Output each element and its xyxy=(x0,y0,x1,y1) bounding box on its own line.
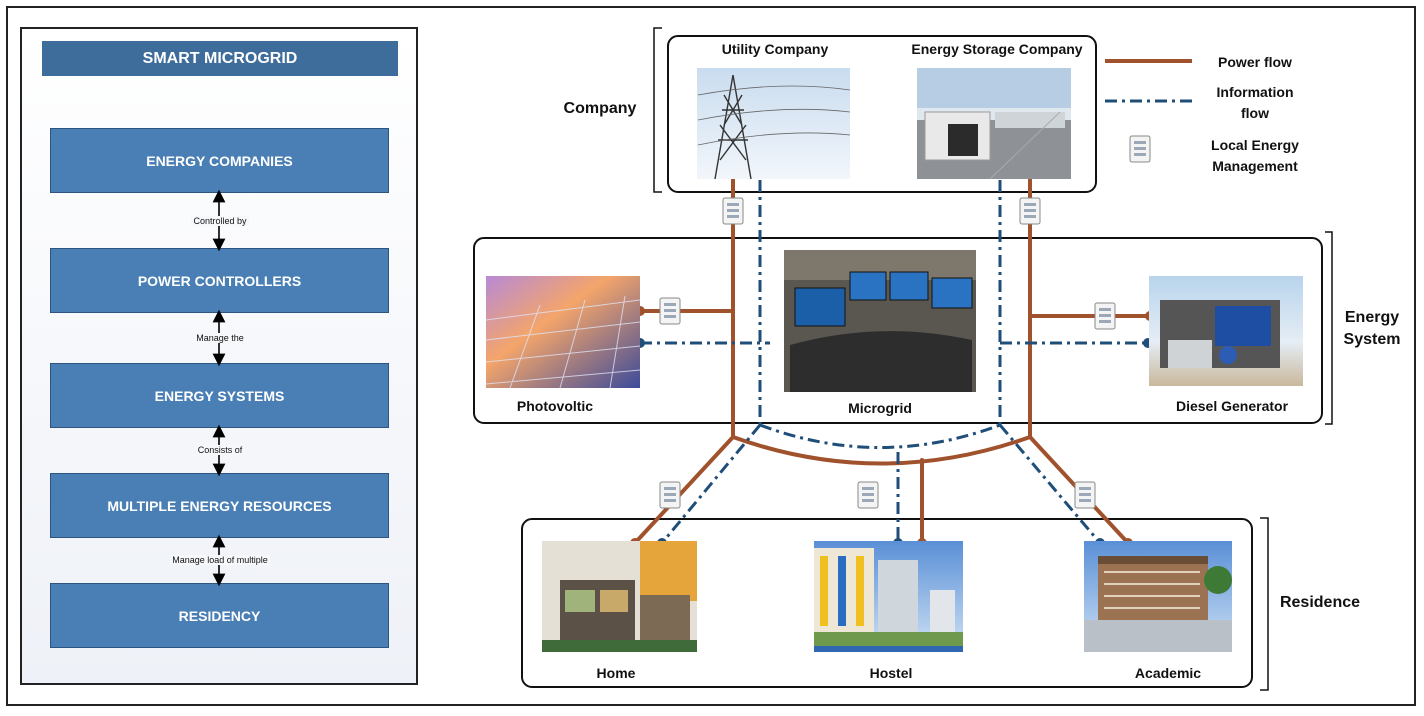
label-company: Company xyxy=(564,100,637,117)
hierarchy-title: SMART MICROGRID xyxy=(42,41,398,76)
legend-lem-label-2: Management xyxy=(1212,158,1298,174)
connector-manage-load: Manage load of multiple xyxy=(170,555,270,565)
academic-image xyxy=(1084,541,1232,652)
label-photovoltic: Photovoltic xyxy=(517,398,593,414)
legend-info-label-2: flow xyxy=(1241,105,1269,121)
legend-lem-icon xyxy=(1129,135,1151,163)
control-room-image xyxy=(784,250,976,392)
label-energy-system-2: System xyxy=(1344,331,1401,348)
label-storage: Energy Storage Company xyxy=(911,41,1082,57)
connector-consists-of: Consists of xyxy=(195,445,245,455)
connector-controlled-by: Controlled by xyxy=(191,216,249,226)
box-multiple-energy-resources: MULTIPLE ENERGY RESOURCES xyxy=(50,473,389,538)
information-flow-lines xyxy=(640,180,1148,544)
storage-facility-image xyxy=(917,68,1071,180)
residence-bracket xyxy=(1260,517,1269,691)
box-residency: RESIDENCY xyxy=(50,583,389,648)
diesel-generator-image xyxy=(1149,276,1303,386)
box-energy-companies: ENERGY COMPANIES xyxy=(50,128,389,193)
legend-info-label-1: Information xyxy=(1217,84,1294,100)
lem-icon-diesel xyxy=(1094,302,1116,330)
company-group-box xyxy=(667,35,1097,193)
hostel-image xyxy=(814,541,963,652)
utility-tower-image xyxy=(697,68,851,180)
outer-frame xyxy=(6,6,1416,706)
solar-panels-image xyxy=(485,276,641,389)
legend-lem-label-1: Local Energy xyxy=(1211,137,1299,153)
label-energy-system-1: Energy xyxy=(1345,309,1399,326)
label-residence: Residence xyxy=(1280,594,1360,611)
label-microgrid: Microgrid xyxy=(848,400,912,416)
label-academic: Academic xyxy=(1135,665,1201,681)
label-utility: Utility Company xyxy=(722,41,829,57)
home-image xyxy=(542,541,697,652)
connector-manage-the: Manage the xyxy=(194,333,246,343)
energy-system-bracket xyxy=(1325,231,1333,425)
lem-icon-hostel xyxy=(857,481,879,509)
label-hostel: Hostel xyxy=(870,665,913,681)
legend-power-label: Power flow xyxy=(1218,54,1292,70)
lem-icon-academic xyxy=(1074,481,1096,509)
lem-icon-storage xyxy=(1019,197,1041,225)
lem-icon-photovoltic xyxy=(659,297,681,325)
energy-system-group-box xyxy=(473,237,1323,424)
company-bracket xyxy=(653,27,662,193)
label-home: Home xyxy=(597,665,636,681)
lem-icon-utility xyxy=(722,197,744,225)
residence-group-box xyxy=(521,518,1253,688)
label-diesel: Diesel Generator xyxy=(1176,398,1289,414)
lem-icon-home xyxy=(659,481,681,509)
